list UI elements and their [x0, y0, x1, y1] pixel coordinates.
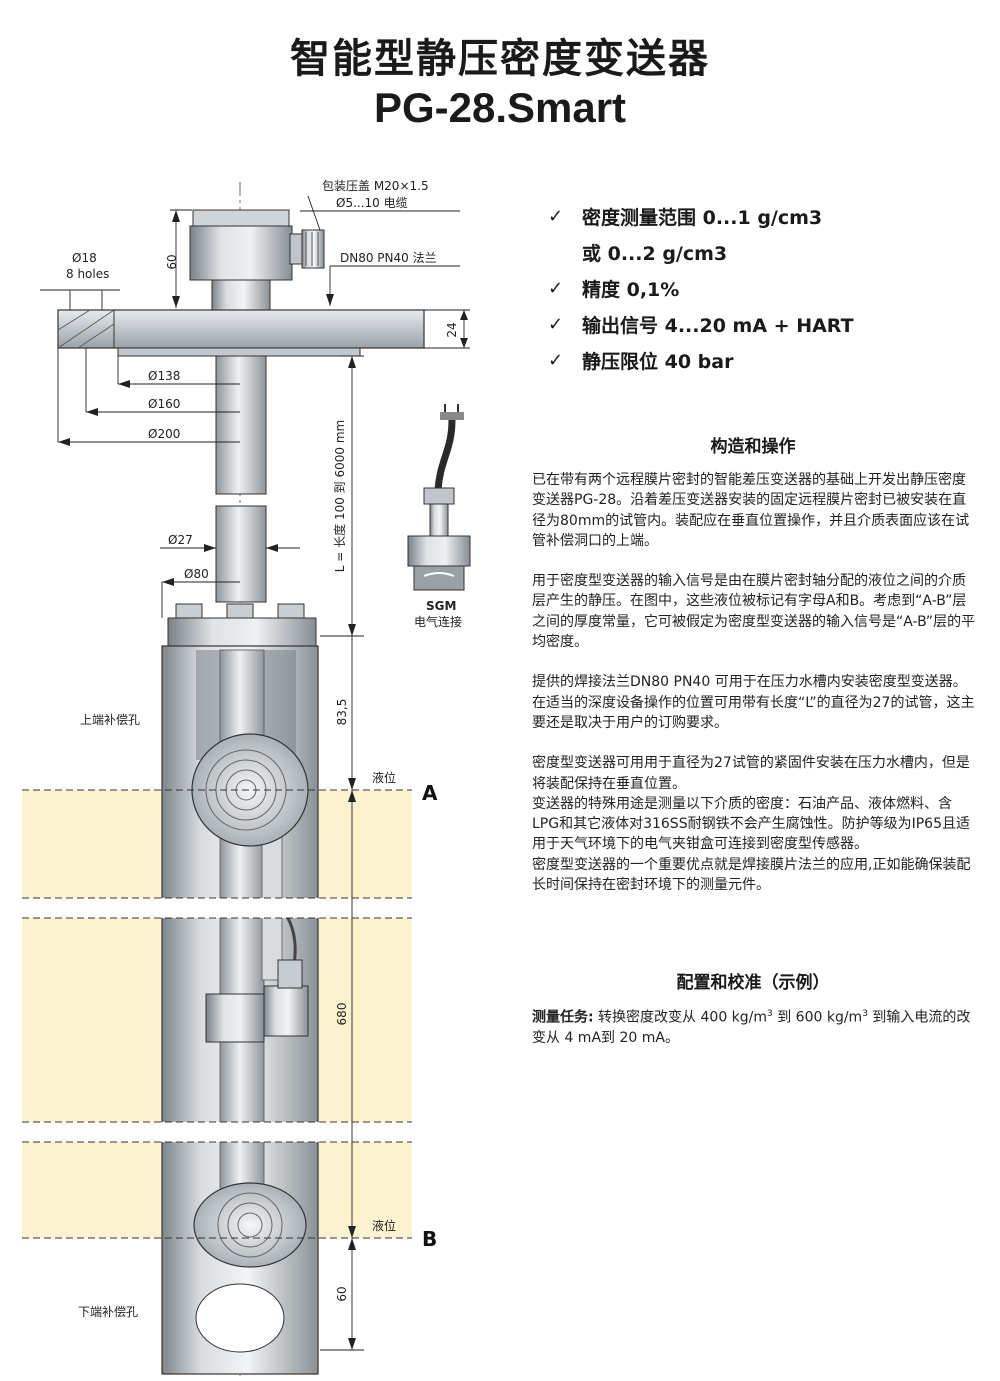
holes-count-label: 8 holes [66, 267, 109, 281]
transmitter-body [205, 959, 309, 1043]
feature-text: 输出信号 4...20 mA + HART [582, 314, 854, 337]
paragraph: 测量任务: 转换密度改变从 400 kg/m3 到 600 kg/m3 到输入电… [532, 1004, 978, 1048]
paragraph: 密度型变送器可用用于直径为27试管的紧固件安装在压力水槽内，但是将装配保持在垂直… [532, 755, 970, 792]
technical-drawing: 包装压盖 M20×1.5 Ø5...10 电缆 DN80 PN40 法兰 Ø18… [22, 179, 471, 1376]
d27-label: Ø27 [168, 533, 193, 547]
flange-label: DN80 PN40 法兰 [340, 251, 437, 265]
section-title-configuration: 配置和校准（示例） [676, 973, 830, 993]
d80-label: Ø80 [184, 567, 209, 581]
feature-text: 静压限位 40 bar [582, 350, 734, 373]
task-text: 到输入电流的改变从 4 mA到 20 mA。 [532, 1009, 971, 1046]
check-icon: ✓ [548, 313, 564, 335]
task-text: 到 600 kg/m [772, 1009, 863, 1026]
flange [57, 309, 425, 357]
task-text: 转换密度改变从 400 kg/m [593, 1009, 768, 1026]
mounting-plate [167, 603, 317, 649]
sgm-sub-label: 电气连接 [414, 614, 462, 629]
feature-item: ✓ 静压限位 40 bar [548, 342, 978, 378]
paragraph: 提供的焊接法兰DN80 PN40 可用于在压力水槽内安装密度型变送器。在适当的深… [532, 674, 975, 731]
upper-hole-label: 上端补偿孔 [80, 712, 140, 727]
holes-dia-label: Ø18 [72, 251, 97, 265]
cable-label: Ø5...10 电缆 [336, 196, 408, 210]
dim-head-label: 60 [165, 254, 179, 269]
feature-item: ✓ 输出信号 4...20 mA + HART [548, 306, 978, 342]
feature-text: 密度测量范围 0...1 g/cm3 [582, 206, 823, 229]
sgm-connector [407, 404, 471, 591]
check-icon: ✓ [548, 205, 564, 227]
dim-83-label: 83,5 [335, 699, 349, 726]
superscript: 3 [767, 1009, 773, 1019]
length-label: L = 长度 100 到 6000 mm [332, 420, 347, 572]
dim-60-bottom-label: 60 [335, 1286, 349, 1301]
feature-text: 或 0...2 g/cm3 [582, 242, 728, 265]
level-a-letter: A [422, 781, 438, 805]
d200-label: Ø200 [148, 427, 180, 441]
extension-rod [215, 355, 267, 603]
sgm-label: SGM [426, 599, 456, 613]
check-icon: ✓ [548, 277, 564, 299]
feature-list: ✓ 密度测量范围 0...1 g/cm3 或 0...2 g/cm3 ✓ 精度 0,… [548, 198, 978, 378]
d160-label: Ø160 [148, 397, 180, 411]
section-body-configuration: 测量任务: 转换密度改变从 400 kg/m3 到 600 kg/m3 到输入电… [532, 1004, 978, 1048]
dim-flange-thickness-label: 24 [445, 322, 459, 337]
feature-text: 精度 0,1% [582, 278, 680, 301]
dim-680-label: 680 [335, 1003, 349, 1026]
paragraph: 用于密度型变送器的输入信号是由在膜片密封轴分配的液位之间的介质层产生的静压。在图… [532, 573, 976, 651]
paragraph: 密度型变送器的一个重要优点就是焊接膜片法兰的应用,正如能确保装配长时间保持在密封… [532, 856, 971, 894]
lower-hole-label: 下端补偿孔 [78, 1304, 138, 1319]
level-a-label: 液位 [372, 770, 396, 785]
page-title: 智能型静压密度变送器 [290, 36, 710, 82]
gland-label: 包装压盖 M20×1.5 [322, 179, 429, 193]
feature-item: ✓ 精度 0,1% [548, 270, 978, 306]
task-label: 测量任务: [532, 1009, 594, 1026]
level-b-label: 液位 [372, 1218, 396, 1233]
diaphragm-seal-b [193, 1182, 307, 1268]
d138-label: Ø138 [148, 369, 180, 383]
paragraph: 变送器的特殊用途是测量以下介质的密度：石油产品、液体燃料、含LPG和其它液体对3… [532, 795, 970, 853]
feature-item: 或 0...2 g/cm3 [548, 234, 978, 270]
superscript: 3 [862, 1009, 868, 1019]
section-title-construction: 构造和操作 [710, 437, 796, 457]
feature-item: ✓ 密度测量范围 0...1 g/cm3 [548, 198, 978, 234]
check-icon: ✓ [548, 349, 564, 371]
section-body-construction: 已在带有两个远程膜片密封的智能差压变送器的基础上开发出静压密度变送器PG-28。… [532, 470, 978, 895]
level-b-letter: B [422, 1227, 437, 1251]
paragraph: 已在带有两个远程膜片密封的智能差压变送器的基础上开发出静压密度变送器PG-28。… [532, 472, 970, 549]
transmitter-head [189, 209, 325, 311]
model-title: PG-28.Smart [373, 84, 627, 131]
